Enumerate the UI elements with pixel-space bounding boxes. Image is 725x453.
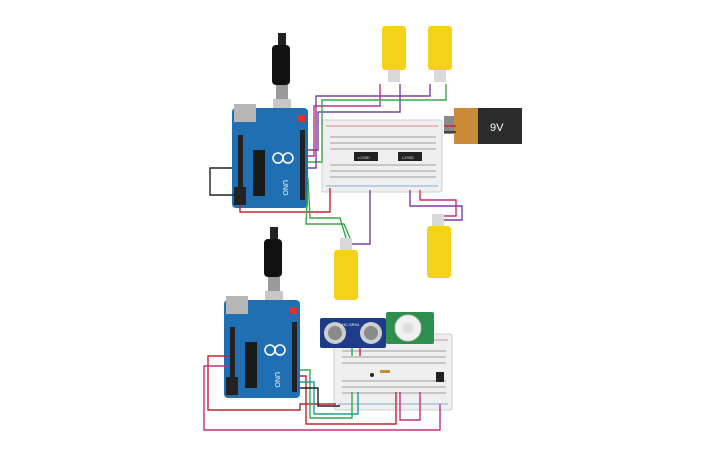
arduino-label: UNO	[281, 180, 288, 196]
motor-icon[interactable]	[427, 214, 451, 278]
ultrasonic-sensor[interactable]: HC-SR04	[320, 318, 386, 348]
motor-driver-chip-left	[354, 152, 378, 161]
analog-header	[238, 135, 243, 195]
arduino-label: UNO	[273, 372, 280, 388]
top-circuit: UNO L293D L293D 9V	[209, 26, 522, 300]
led	[370, 373, 374, 377]
battery-icon[interactable]: 9V	[444, 108, 522, 144]
arduino-uno-bottom[interactable]: UNO	[224, 296, 300, 398]
arduino-uno-top[interactable]: UNO	[232, 104, 308, 208]
digital-header	[292, 322, 297, 392]
usb-port	[234, 104, 256, 122]
wires-top	[209, 84, 463, 245]
microcontroller-chip	[253, 150, 265, 196]
pir-sensor[interactable]	[386, 312, 434, 344]
microcontroller-chip	[245, 342, 257, 388]
bottom-circuit: UNO HC-SR04	[203, 227, 453, 431]
usb-cable-icon[interactable]	[264, 227, 283, 303]
usb-port	[226, 296, 248, 314]
wires-bottom	[203, 348, 441, 431]
reset-button[interactable]	[290, 307, 297, 314]
breadboard-top[interactable]: L293D L293D	[321, 119, 443, 193]
motor-driver-label-right: L293D	[402, 155, 414, 160]
motor-icon[interactable]	[428, 26, 452, 82]
transistor	[436, 372, 444, 382]
reset-button[interactable]	[298, 115, 305, 122]
breadboard-bottom[interactable]	[333, 333, 453, 411]
digital-header	[300, 130, 305, 200]
motor-icon[interactable]	[382, 26, 406, 82]
resistor	[380, 370, 390, 373]
motor-driver-chip-right	[398, 152, 422, 161]
motor-icon[interactable]	[334, 238, 358, 300]
motor-driver-label-left: L293D	[358, 155, 370, 160]
arduino-logo-icon	[264, 344, 286, 356]
arduino-logo-icon	[272, 152, 294, 164]
usb-cable-icon[interactable]	[272, 33, 291, 111]
battery-label: 9V	[490, 122, 504, 134]
analog-header	[230, 327, 235, 387]
ultrasonic-label: HC-SR04	[342, 322, 360, 327]
